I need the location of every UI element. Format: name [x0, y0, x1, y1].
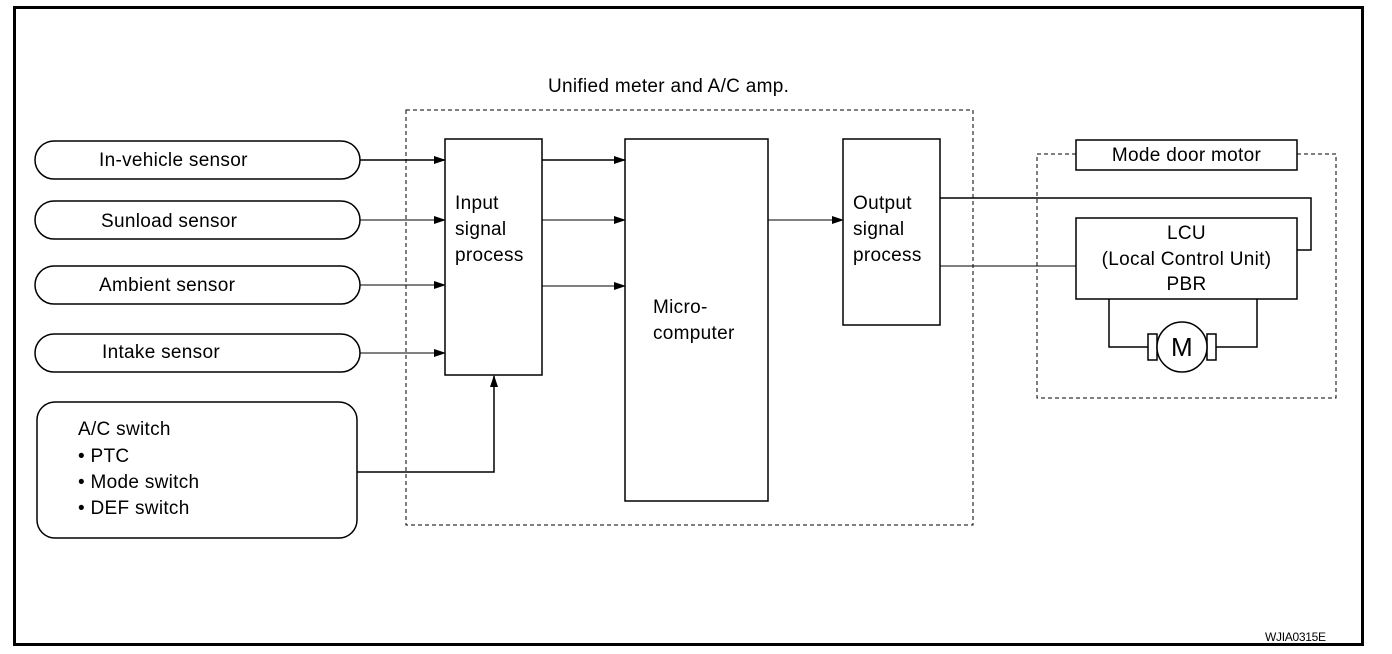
ac-switch-item-def: • DEF switch [78, 498, 190, 519]
output-block [842, 138, 941, 326]
motor-wire-right [1216, 299, 1258, 348]
motor-title: Mode door motor [1111, 145, 1262, 166]
ac-switch-item-mode: • Mode switch [78, 472, 200, 493]
micro-label-line-2: computer [653, 323, 735, 344]
motor-wire-left [1108, 299, 1148, 348]
motor-title-box [1075, 139, 1298, 171]
ac-switch-title: A/C switch [78, 419, 171, 440]
line-output-lcu-top [940, 197, 1312, 251]
ac-switch-box [36, 401, 358, 539]
lcu-label-line-1: LCU [1167, 223, 1206, 244]
figure-code: WJIA0315E [1265, 630, 1326, 644]
sensor-label-sunload: Sunload sensor [101, 211, 238, 232]
motor-terminal-right [1206, 333, 1217, 361]
lcu-label-line-2: (Local Control Unit) [1101, 249, 1272, 270]
amp-title: Unified meter and A/C amp. [548, 76, 790, 97]
input-label-line-1: Input [455, 193, 499, 214]
sensor-label-in-vehicle: In-vehicle sensor [99, 150, 248, 171]
lcu-box [1075, 217, 1298, 300]
sensor-label-ambient: Ambient sensor [99, 275, 236, 296]
amp-boundary [405, 109, 974, 526]
sensor-label-intake: Intake sensor [102, 342, 220, 363]
micro-block [624, 138, 769, 502]
arrow-ac-switch [357, 375, 498, 473]
motor-terminal-left [1147, 333, 1158, 361]
input-label-line-2: signal [455, 219, 507, 240]
output-label-line-1: Output [853, 193, 912, 214]
lcu-label-line-3: PBR [1166, 274, 1207, 295]
output-label-line-2: signal [853, 219, 905, 240]
output-label-line-3: process [853, 245, 922, 266]
input-label-line-3: process [455, 245, 524, 266]
diagram-frame [13, 6, 1364, 646]
motor-circle [1156, 321, 1208, 373]
micro-label-line-1: Micro- [653, 297, 708, 318]
ac-switch-item-ptc: • PTC [78, 446, 130, 467]
motor-symbol: M [1171, 332, 1193, 362]
